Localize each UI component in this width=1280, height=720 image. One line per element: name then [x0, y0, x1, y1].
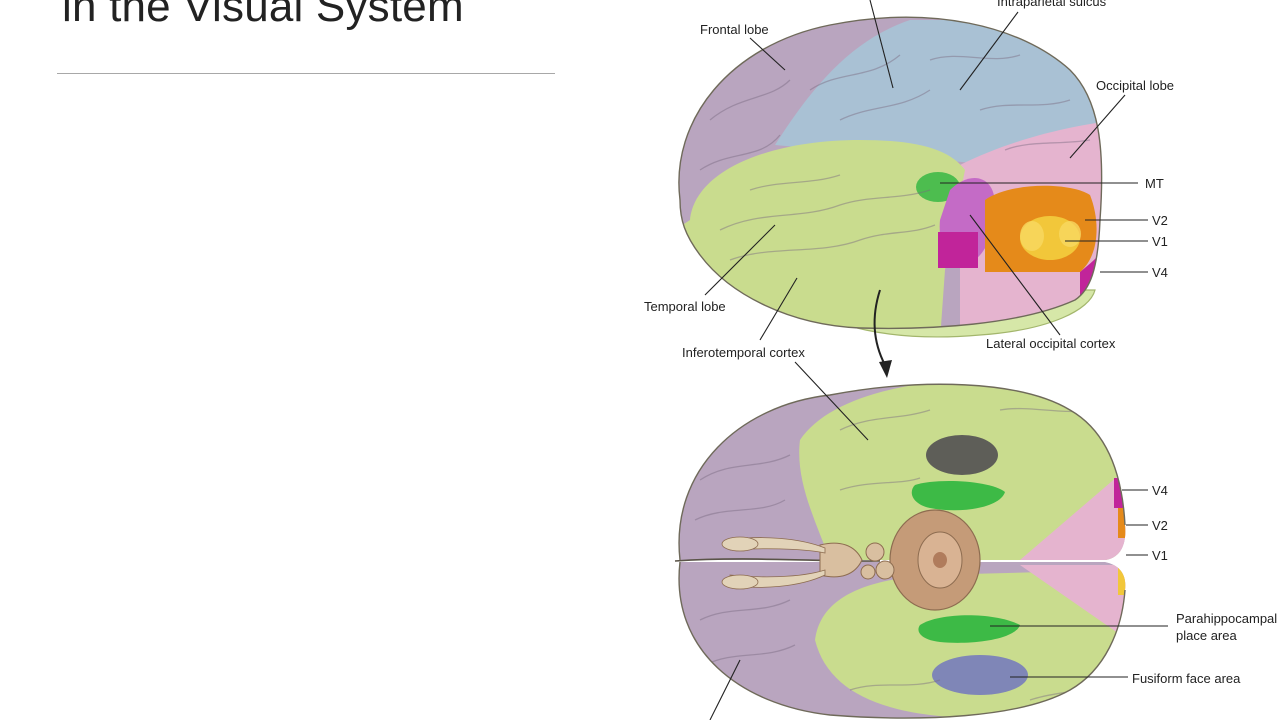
- ventral-upper-v2-edge: [1118, 508, 1126, 538]
- olfactory-bulb-upper: [721, 536, 759, 552]
- mammillary-body-a: [865, 542, 885, 562]
- ventral-lower-temporal: [815, 570, 1125, 719]
- brain-figure: Intraparietal sulcus Frontal lobe Occipi…: [600, 0, 1280, 720]
- leader-inferotemporal-b: [794, 361, 869, 441]
- brain-diagram-svg: Intraparietal sulcus Frontal lobe Occipi…: [644, 0, 1277, 720]
- ventral-lower-v1-edge: [1118, 565, 1126, 595]
- leader-occipital-lobe: [1069, 94, 1126, 159]
- ventral-brain-view: [674, 383, 1126, 719]
- label-ventral-v4: V4: [1152, 483, 1168, 498]
- label-parahippocampal-line1: Parahippocampal: [1176, 611, 1277, 626]
- v1-fold-a: [1020, 221, 1044, 251]
- leader-frontal-lobe: [749, 37, 786, 71]
- lateral-brain-view: [678, 16, 1103, 338]
- label-frontal-lobe: Frontal lobe: [700, 22, 769, 37]
- leader-inferotemporal-a: [759, 277, 798, 341]
- brainstem-structures: [721, 509, 981, 611]
- label-v1: V1: [1152, 234, 1168, 249]
- view-transition-arrow: [873, 289, 892, 378]
- label-ventral-v2: V2: [1152, 518, 1168, 533]
- optic-chiasm: [819, 542, 863, 578]
- ventral-lower-occipital: [1020, 565, 1126, 640]
- ventral-lower-outline: [678, 561, 1126, 719]
- label-v4: V4: [1152, 265, 1168, 280]
- fusiform-face-patch: [932, 655, 1028, 695]
- parahippocampal-patch: [918, 615, 1020, 643]
- dark-patch-area: [926, 435, 998, 475]
- v4-lateral-patch: [938, 232, 978, 268]
- ventral-upper-occipital: [1020, 470, 1126, 560]
- pons-center: [933, 552, 947, 568]
- parietal-lobe-region: [775, 20, 1102, 165]
- olfactory-bulb-lower: [721, 574, 759, 590]
- title-divider: [57, 73, 555, 74]
- ventral-upper-green-patch: [911, 480, 1005, 511]
- mammillary-body-c: [860, 564, 876, 580]
- leader-temporal-lobe: [704, 224, 776, 296]
- ventral-upper-v4-edge: [1114, 478, 1126, 508]
- ventral-upper-outline: [678, 383, 1126, 561]
- label-lateral-occipital-cortex: Lateral occipital cortex: [986, 336, 1116, 351]
- label-ventral-v1: V1: [1152, 548, 1168, 563]
- lateral-gyri: [699, 54, 1091, 261]
- diagram-labels: Intraparietal sulcus Frontal lobe Occipi…: [644, 0, 1277, 686]
- label-inferotemporal-cortex: Inferotemporal cortex: [682, 345, 805, 360]
- label-fusiform-face-area: Fusiform face area: [1132, 671, 1241, 686]
- label-temporal-lobe: Temporal lobe: [644, 299, 726, 314]
- label-intraparietal-sulcus: Intraparietal sulcus: [997, 0, 1107, 9]
- leader-lines: [704, 0, 1168, 720]
- v1-fold-b: [1059, 221, 1081, 247]
- leader-bottom-cutoff: [709, 659, 741, 720]
- leader-lateral-occipital: [969, 214, 1061, 336]
- label-v2: V2: [1152, 213, 1168, 228]
- label-mt: MT: [1145, 176, 1164, 191]
- mammillary-body-b: [875, 560, 895, 580]
- label-occipital-lobe: Occipital lobe: [1096, 78, 1174, 93]
- leader-top-cutoff: [869, 0, 894, 89]
- slide-title: in the Visual System: [62, 0, 464, 31]
- leader-intraparietal-sulcus: [959, 11, 1019, 91]
- label-parahippocampal-line2: place area: [1176, 628, 1237, 643]
